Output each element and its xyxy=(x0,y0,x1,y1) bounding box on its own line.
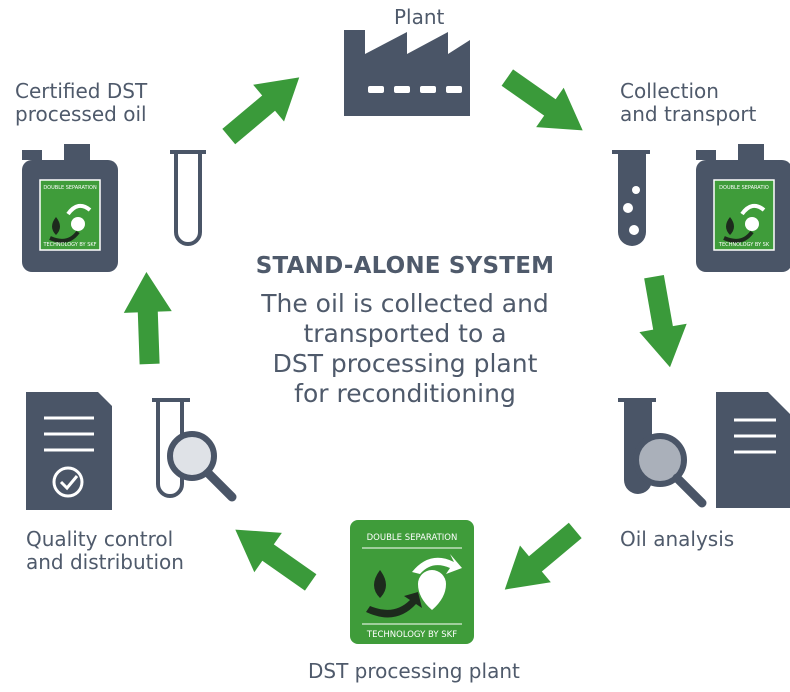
analysis-label: Oil analysis xyxy=(620,528,734,551)
logo-small-top-text: DOUBLE SEPARATIO xyxy=(719,185,769,191)
certified-label-line-1: Certified DST xyxy=(15,79,148,103)
logo-small-top-text: DOUBLE SEPARATION xyxy=(43,185,97,191)
dst-plant-label-text: DST processing plant xyxy=(308,659,520,683)
dst-plant-label: DST processing plant xyxy=(308,660,520,683)
logo-small-bottom-text: TECHNOLOGY BY SKF xyxy=(42,242,96,248)
center-body-line-4: for reconditioning xyxy=(294,379,516,408)
test-tube-icon xyxy=(152,398,190,498)
arrow-icon xyxy=(122,271,174,365)
collection-label-line-1: Collection xyxy=(620,79,719,103)
arrow-icon xyxy=(213,59,315,155)
collection-label-line-2: and transport xyxy=(620,102,757,126)
plant-label-text: Plant xyxy=(394,5,445,29)
magnifier-icon xyxy=(167,431,237,502)
document-icon xyxy=(716,392,790,508)
test-tube-icon xyxy=(612,150,650,246)
logo-bottom-text: TECHNOLOGY BY SKF xyxy=(366,630,457,640)
arrow-icon xyxy=(493,57,597,151)
arrow-icon xyxy=(221,509,325,603)
arrow-icon xyxy=(630,272,694,372)
center-body-line-1: The oil is collected and xyxy=(261,289,549,318)
logo-small-bottom-text: TECHNOLOGY BY SK xyxy=(718,242,770,248)
quality-label-line-1: Quality control xyxy=(26,527,174,551)
dst-logo-icon: DOUBLE SEPARATION TECHNOLOGY BY SKF xyxy=(350,520,474,644)
center-description: STAND-ALONE SYSTEM The oil is collected … xyxy=(205,253,605,409)
center-body: The oil is collected and transported to … xyxy=(205,289,605,409)
canister-icon: DOUBLE SEPARATION TECHNOLOGY BY SKF xyxy=(22,144,118,272)
certified-label-line-2: processed oil xyxy=(15,102,147,126)
canister-icon: DOUBLE SEPARATIO TECHNOLOGY BY SK xyxy=(696,144,790,272)
center-body-line-3: DST processing plant xyxy=(272,349,538,378)
center-body-line-2: transported to a xyxy=(303,319,507,348)
collection-label: Collection and transport xyxy=(620,80,756,126)
center-heading: STAND-ALONE SYSTEM xyxy=(255,253,555,279)
quality-label-line-2: and distribution xyxy=(26,550,184,574)
certified-label: Certified DST processed oil xyxy=(15,80,147,126)
arrow-icon xyxy=(489,512,591,608)
magnifier-icon xyxy=(633,433,707,508)
test-tube-icon xyxy=(170,150,206,246)
logo-top-text: DOUBLE SEPARATION xyxy=(367,533,458,543)
factory-icon xyxy=(344,30,470,116)
document-icon xyxy=(26,392,112,510)
quality-label: Quality control and distribution xyxy=(26,528,184,574)
plant-label: Plant xyxy=(394,6,444,29)
analysis-label-text: Oil analysis xyxy=(620,527,735,551)
